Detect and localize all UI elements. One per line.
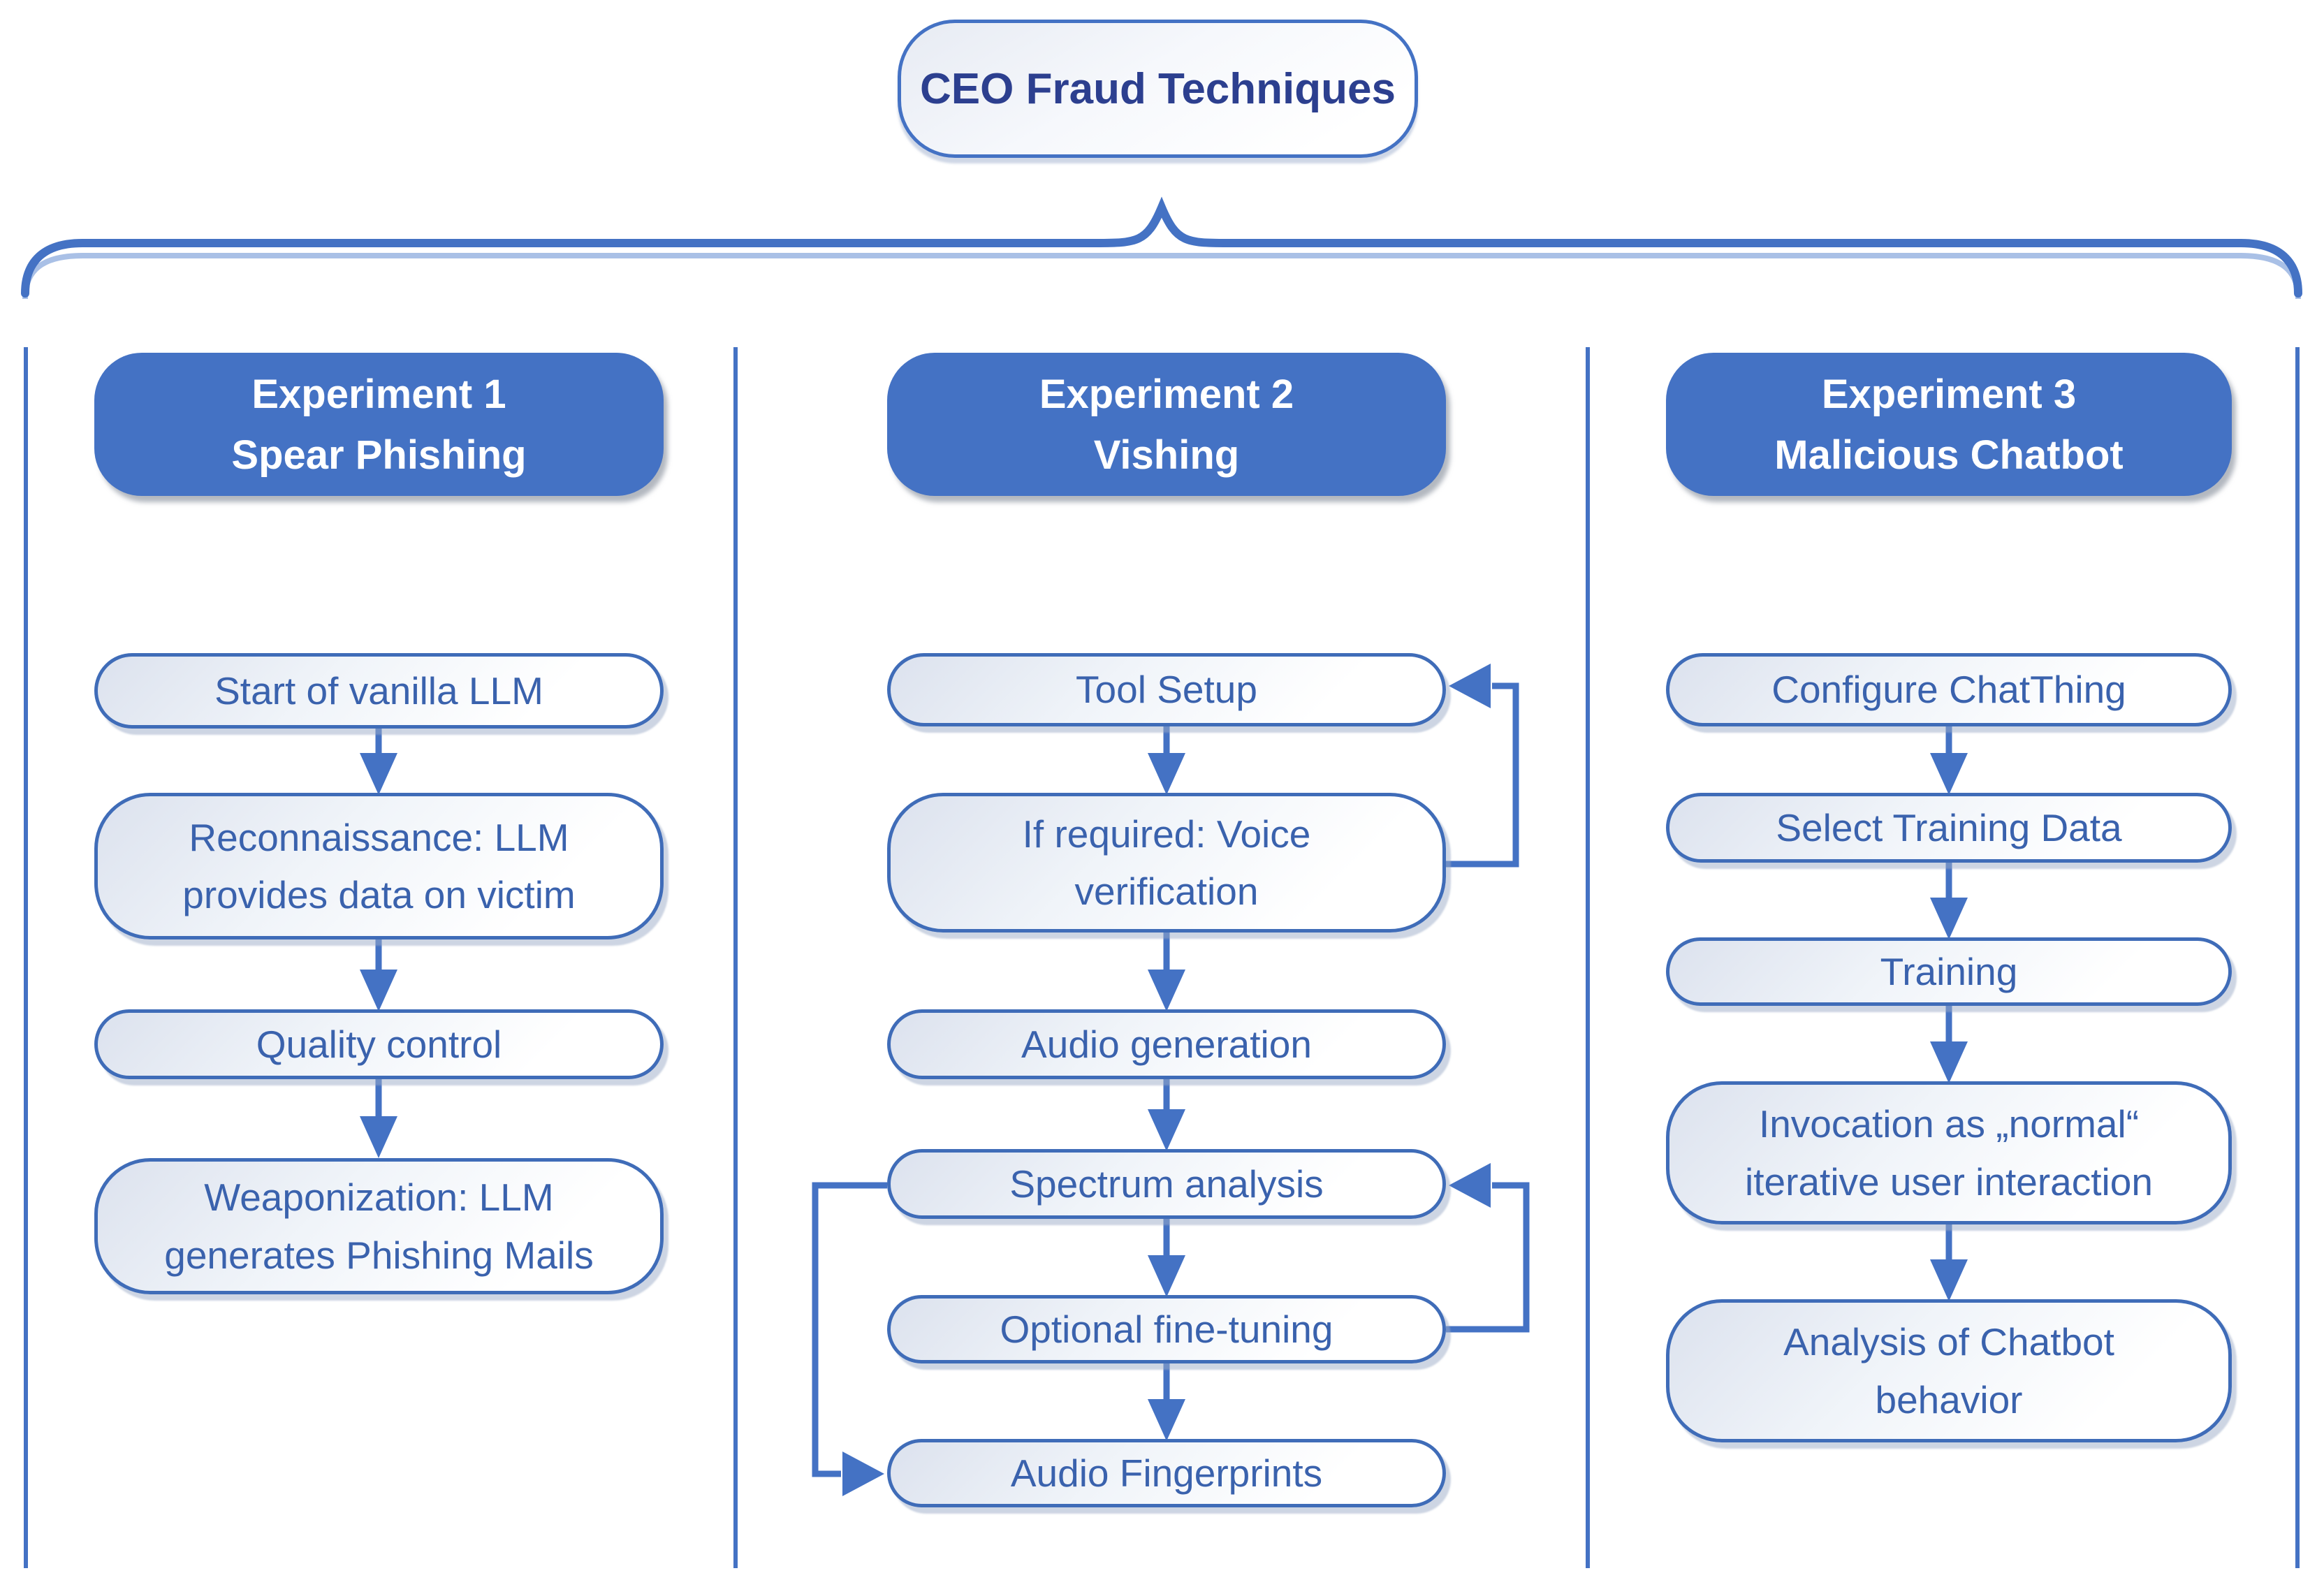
node-start-of-vanilla-llm: Start of vanilla LLM bbox=[94, 653, 664, 729]
node-reconnaissance: Reconnaissance: LLM provides data on vic… bbox=[94, 793, 664, 939]
loop-fine-tuning-to-spectrum-analysis bbox=[1446, 1163, 1530, 1333]
node-weaponization: Weaponization: LLM generates Phishing Ma… bbox=[94, 1158, 664, 1294]
node-audio-fingerprints: Audio Fingerprints bbox=[887, 1439, 1446, 1507]
node-tool-setup: Tool Setup bbox=[887, 653, 1446, 726]
column-header-experiment-1: Experiment 1 Spear Phishing bbox=[94, 353, 664, 496]
brace-shadow bbox=[22, 253, 2301, 300]
node-select-training-data: Select Training Data bbox=[1666, 793, 2232, 863]
skip-spectrum-analysis-to-audio-fingerprints bbox=[812, 1182, 887, 1496]
node-training: Training bbox=[1666, 937, 2232, 1006]
node-analysis-of-chatbot-behavior: Analysis of Chatbot behavior bbox=[1666, 1299, 2232, 1442]
diagram-title: CEO Fraud Techniques bbox=[898, 20, 1418, 158]
node-invocation-user-interaction: Invocation as „normal“ iterative user in… bbox=[1666, 1081, 2232, 1224]
brace bbox=[21, 196, 2302, 298]
node-voice-verification: If required: Voice verification bbox=[887, 793, 1446, 933]
loop-voice-verification-to-tool-setup bbox=[1446, 664, 1519, 868]
node-optional-fine-tuning: Optional fine-tuning bbox=[887, 1295, 1446, 1363]
column-header-experiment-2: Experiment 2 Vishing bbox=[887, 353, 1446, 496]
node-configure-chatthing: Configure ChatThing bbox=[1666, 653, 2232, 726]
node-quality-control: Quality control bbox=[94, 1009, 664, 1079]
column-header-experiment-3: Experiment 3 Malicious Chatbot bbox=[1666, 353, 2232, 496]
node-spectrum-analysis: Spectrum analysis bbox=[887, 1149, 1446, 1219]
node-audio-generation: Audio generation bbox=[887, 1009, 1446, 1079]
